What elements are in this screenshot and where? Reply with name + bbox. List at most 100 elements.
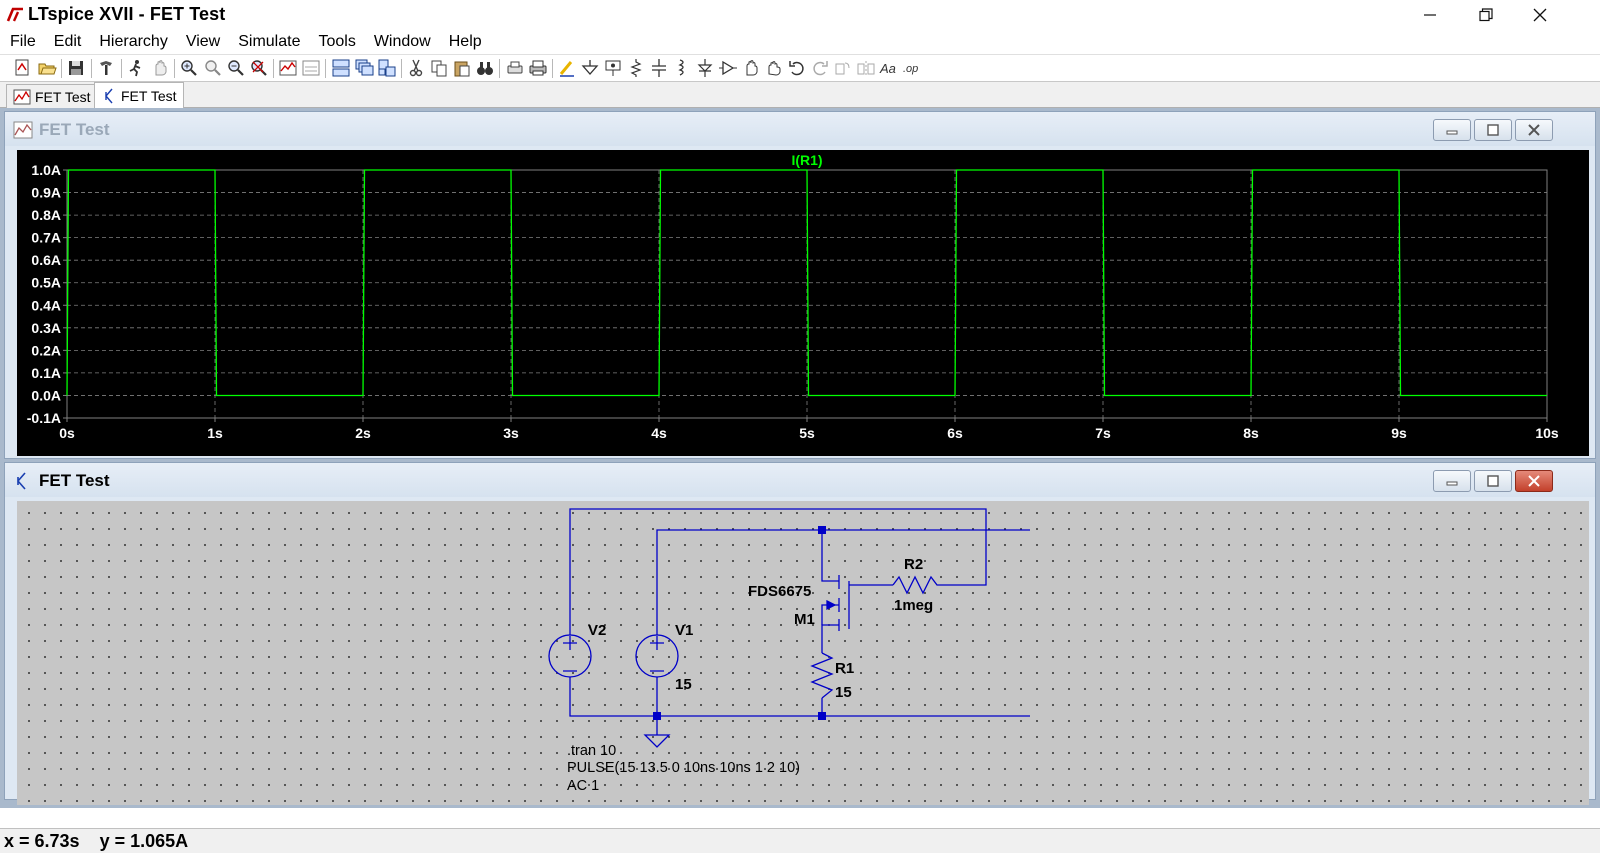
ground-symbol[interactable] bbox=[643, 720, 671, 748]
zoom-area-icon[interactable] bbox=[203, 58, 223, 78]
maximize-icon bbox=[1487, 475, 1499, 487]
cut-icon[interactable] bbox=[406, 58, 426, 78]
tile-vertical-icon[interactable] bbox=[377, 58, 397, 78]
label-net-icon[interactable] bbox=[603, 58, 623, 78]
voltage-source-v1[interactable] bbox=[635, 634, 679, 678]
mirror-icon[interactable] bbox=[856, 58, 876, 78]
directive-line: AC 1 bbox=[567, 778, 599, 794]
x-tick-label: 1s bbox=[207, 425, 223, 441]
new-schematic-icon[interactable] bbox=[13, 58, 33, 78]
wire[interactable] bbox=[656, 529, 1030, 635]
menu-view[interactable]: View bbox=[185, 33, 221, 50]
wire[interactable] bbox=[821, 530, 839, 582]
spice-directive-icon[interactable]: .op bbox=[902, 58, 922, 78]
directive-line: .tran 10 bbox=[567, 743, 616, 759]
y-tick-label: 0.4A bbox=[31, 297, 61, 313]
y-tick-label: 0.7A bbox=[31, 230, 61, 246]
zoom-in-icon[interactable] bbox=[179, 58, 199, 78]
zoom-cancel-icon[interactable] bbox=[249, 58, 269, 78]
run-icon[interactable] bbox=[126, 58, 146, 78]
print-preview-icon[interactable] bbox=[505, 58, 525, 78]
y-tick-label: 0.3A bbox=[31, 320, 61, 336]
halt-icon[interactable] bbox=[150, 58, 170, 78]
minimize-icon bbox=[1446, 481, 1458, 486]
tab-waveform[interactable]: FET Test bbox=[6, 84, 98, 108]
close-icon bbox=[1533, 8, 1547, 22]
close-icon bbox=[1528, 475, 1540, 487]
cascade-icon[interactable] bbox=[354, 58, 374, 78]
series-label: I(R1) bbox=[791, 152, 822, 168]
open-icon[interactable] bbox=[37, 58, 57, 78]
control-panel-icon[interactable] bbox=[96, 58, 116, 78]
rotate-icon[interactable] bbox=[833, 58, 853, 78]
save-icon[interactable] bbox=[66, 58, 86, 78]
component-icon[interactable] bbox=[718, 58, 738, 78]
autorange-icon[interactable] bbox=[278, 58, 298, 78]
menu-hierarchy[interactable]: Hierarchy bbox=[99, 33, 168, 50]
x-tick-label: 9s bbox=[1391, 425, 1407, 441]
mosfet-m1[interactable] bbox=[821, 575, 850, 631]
cursor-readout: x = 6.73s y = 1.065A bbox=[4, 831, 189, 851]
find-icon[interactable] bbox=[475, 58, 495, 78]
wire[interactable] bbox=[569, 508, 987, 635]
wire[interactable] bbox=[569, 677, 1030, 717]
schematic-window-title: FET Test bbox=[39, 471, 110, 490]
waveform-window-titlebar[interactable]: FET Test bbox=[5, 112, 1595, 146]
paste-icon[interactable] bbox=[452, 58, 472, 78]
undo-icon[interactable] bbox=[787, 58, 807, 78]
waveform-close-button[interactable] bbox=[1515, 119, 1553, 141]
menu-tools[interactable]: Tools bbox=[318, 33, 356, 50]
tile-horizontal-icon[interactable] bbox=[331, 58, 351, 78]
schematic-close-button[interactable] bbox=[1515, 470, 1553, 492]
voltage-source-v2[interactable] bbox=[548, 634, 592, 678]
menu-simulate[interactable]: Simulate bbox=[238, 33, 301, 50]
inductor-icon[interactable] bbox=[672, 58, 692, 78]
r1-name: R1 bbox=[835, 660, 854, 677]
schematic-canvas[interactable]: V2 V1 15 FDS6675 M1 R2 1meg R1 15 .tran … bbox=[17, 501, 1589, 805]
r2-value: 1meg bbox=[894, 597, 933, 614]
r1-value: 15 bbox=[835, 684, 852, 701]
waveform-maximize-button[interactable] bbox=[1474, 119, 1512, 141]
close-button[interactable] bbox=[1512, 0, 1568, 30]
x-tick-label: 10s bbox=[1535, 425, 1559, 441]
ltspice-logo-icon bbox=[6, 7, 23, 22]
resistor-r1[interactable] bbox=[810, 652, 834, 699]
wire[interactable] bbox=[821, 624, 839, 653]
text-icon[interactable]: Aa bbox=[879, 58, 899, 78]
zoom-out-icon[interactable] bbox=[226, 58, 246, 78]
schematic-maximize-button[interactable] bbox=[1474, 470, 1512, 492]
waveform-minimize-button[interactable] bbox=[1433, 119, 1471, 141]
move-icon[interactable] bbox=[741, 58, 761, 78]
y-tick-label: 0.9A bbox=[31, 185, 61, 201]
resistor-r2[interactable] bbox=[892, 575, 939, 595]
resistor-icon[interactable] bbox=[626, 58, 646, 78]
redo-icon[interactable] bbox=[810, 58, 830, 78]
minimize-button[interactable] bbox=[1402, 0, 1458, 30]
tab-schematic[interactable]: FET Test bbox=[94, 82, 184, 108]
waveform-icon bbox=[13, 89, 31, 104]
restore-button[interactable] bbox=[1458, 0, 1514, 30]
drag-icon[interactable] bbox=[764, 58, 784, 78]
x-tick-label: 8s bbox=[1243, 425, 1259, 441]
wire-icon[interactable] bbox=[557, 58, 577, 78]
menu-file[interactable]: File bbox=[10, 33, 36, 50]
plot-settings-icon[interactable] bbox=[301, 58, 321, 78]
copy-icon[interactable] bbox=[429, 58, 449, 78]
window-title: LTspice XVII - FET Test bbox=[28, 4, 226, 24]
y-tick-label: 0.2A bbox=[31, 342, 61, 358]
schematic-window-titlebar[interactable]: FET Test bbox=[5, 463, 1595, 497]
ground-icon[interactable] bbox=[580, 58, 600, 78]
menu-edit[interactable]: Edit bbox=[53, 33, 82, 50]
schematic-minimize-button[interactable] bbox=[1433, 470, 1471, 492]
waveform-plot[interactable]: 1.0A0.9A0.8A0.7A0.6A0.5A0.4A0.3A0.2A0.1A… bbox=[17, 150, 1589, 456]
capacitor-icon[interactable] bbox=[649, 58, 669, 78]
print-icon[interactable] bbox=[528, 58, 548, 78]
menu-window[interactable]: Window bbox=[373, 33, 431, 50]
diode-icon[interactable] bbox=[695, 58, 715, 78]
waveform-icon bbox=[13, 121, 33, 139]
spice-directives[interactable]: .tran 10 PULSE(15 13.5 0 10ns 10ns 1 2 1… bbox=[567, 743, 800, 794]
series-line bbox=[66, 169, 1547, 397]
menu-help[interactable]: Help bbox=[448, 33, 482, 50]
schematic-icon bbox=[105, 88, 113, 103]
